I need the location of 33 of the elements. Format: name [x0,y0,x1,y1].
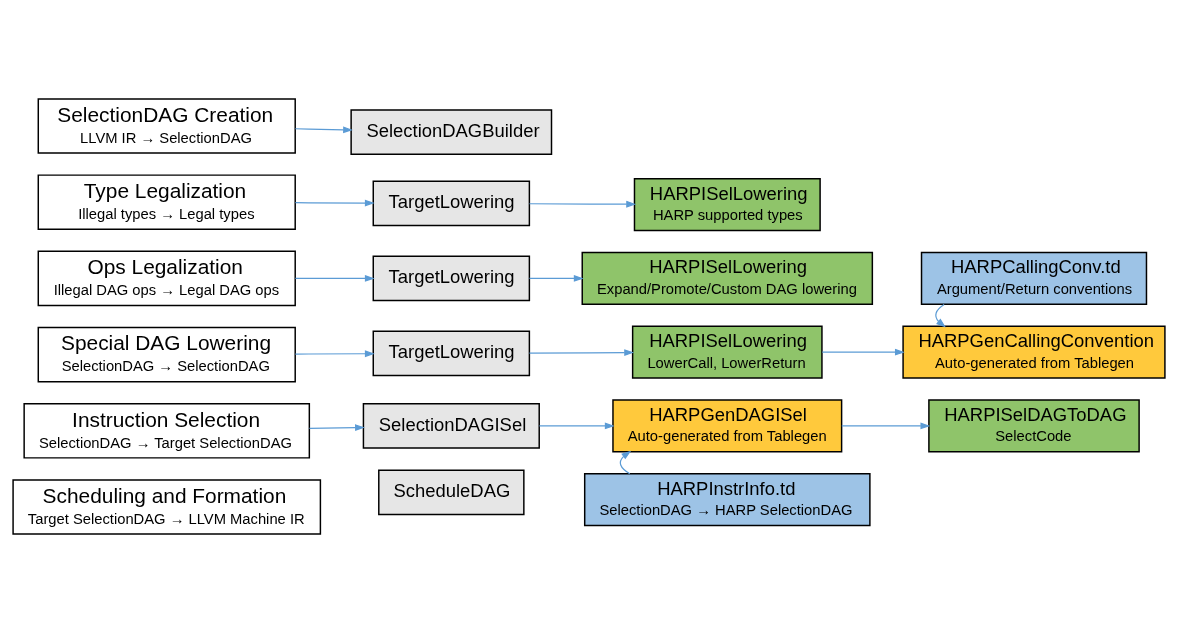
arrow [294,274,375,282]
node-box: TargetLowering [372,180,531,227]
node-box: Special DAG Lowering SelectionDAG → SelectionDAG [37,326,296,383]
node-box: TargetLowering [372,330,531,377]
node-box: HARPGenDAGISel Auto-generated from Tablegen [612,399,843,453]
node-box: HARPISelLowering LowerCall, LowerReturn [631,325,823,379]
node-box: Ops Legalization Illegal DAG ops → Legal DAG ops [37,250,296,307]
arrow [528,200,637,208]
arrow [935,303,946,328]
arrow [308,424,365,431]
node-box: SelectionDAGBuilder [350,109,553,155]
arrow [528,349,635,357]
arrow [619,450,632,475]
arrow [841,422,931,430]
arrow [538,422,615,430]
arrow [294,350,375,358]
arrow [528,274,584,282]
arrow [294,126,353,134]
arrow [294,199,375,207]
node-box: HARPISelDAGToDAG SelectCode [928,399,1140,453]
node-box: TargetLowering [372,255,531,302]
node-box: HARPCallingConv.td Argument/Return conventions [920,251,1148,305]
node-box: HARPISelLowering HARP supported types [633,178,821,232]
node-box: SelectionDAGISel [362,403,540,449]
node-box: SelectionDAG Creation LLVM IR → SelectionDAG [37,98,296,154]
node-box: Scheduling and Formation Target SelectionDAG → LLVM Machine IR [12,479,322,535]
arrow [821,348,905,356]
node-box: HARPISelLowering Expand/Promote/Custom DAG lowering [581,251,874,305]
node-box: ScheduleDAG [378,469,525,516]
node-box: Instruction Selection SelectionDAG → Target SelectionDAG [23,403,311,459]
node-box: Type Legalization Illegal types → Legal types [37,174,296,230]
node-box: HARPInstrInfo.td SelectionDAG → HARP SelectionDAG [583,473,871,527]
node-box: HARPGenCallingConvention Auto-generated from Tablegen [902,325,1166,379]
